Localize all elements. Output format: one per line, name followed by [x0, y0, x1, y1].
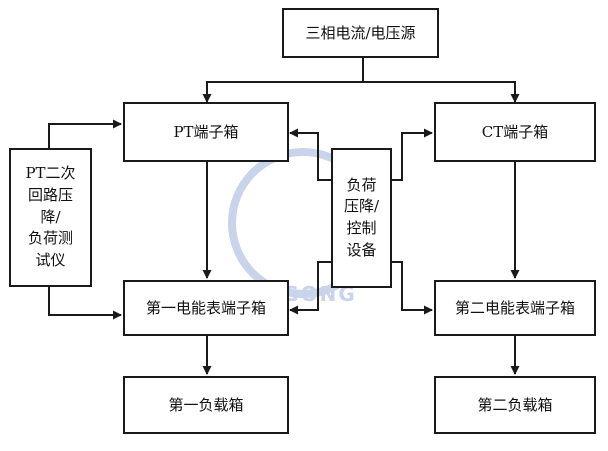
connector-controller-to-pt: [289, 128, 331, 181]
connector-controller-to-ct: [392, 128, 433, 181]
controller-label-line-3: 控制: [346, 219, 377, 237]
first-load-box-label: 第一负载箱: [168, 395, 244, 414]
ct-terminal-box: CT端子箱: [434, 102, 596, 162]
load-voltage-drop-controller-box: 负荷 压降/ 控制 设备: [331, 148, 392, 288]
controller-label-line-2: 压降/: [343, 197, 380, 216]
tester-label-line-2: 回路压: [27, 185, 73, 204]
connector-source-to-pt: [202, 81, 363, 103]
pt-voltage-drop-load-tester-box: PT二次 回路压 降/ 负荷测 试仪: [9, 148, 92, 287]
connector-controller-to-meter1: [289, 261, 331, 315]
first-meter-terminal-box: 第一电能表端子箱: [123, 280, 289, 336]
ct-terminal-box-label: CT端子箱: [481, 122, 549, 141]
tester-label-line-5: 试仪: [35, 251, 66, 270]
tester-label-line-1: PT二次: [25, 164, 76, 183]
first-meter-terminal-box-label: 第一电能表端子箱: [145, 298, 266, 317]
pt-terminal-box-label: PT端子箱: [173, 122, 239, 141]
first-load-box: 第一负载箱: [123, 376, 289, 434]
connector-tester-to-pt: [48, 119, 122, 148]
pt-terminal-box: PT端子箱: [123, 102, 289, 162]
controller-label-line-1: 负荷: [346, 175, 377, 194]
three-phase-source-box: 三相电流/电压源: [282, 8, 439, 58]
three-phase-source-label: 三相电流/电压源: [305, 23, 416, 42]
connector-tester-to-meter1: [48, 287, 122, 320]
tester-label-line-3: 降/: [40, 207, 61, 226]
second-meter-terminal-box-label: 第二电能表端子箱: [454, 298, 575, 317]
connector-source-to-ct: [363, 81, 520, 103]
second-meter-terminal-box: 第二电能表端子箱: [434, 280, 596, 336]
connector-controller-to-meter2: [392, 261, 433, 315]
controller-label-line-4: 设备: [346, 240, 377, 259]
second-load-box: 第二负载箱: [434, 376, 596, 434]
tester-label-line-4: 负荷测: [27, 229, 73, 248]
second-load-box-label: 第二负载箱: [477, 395, 553, 414]
